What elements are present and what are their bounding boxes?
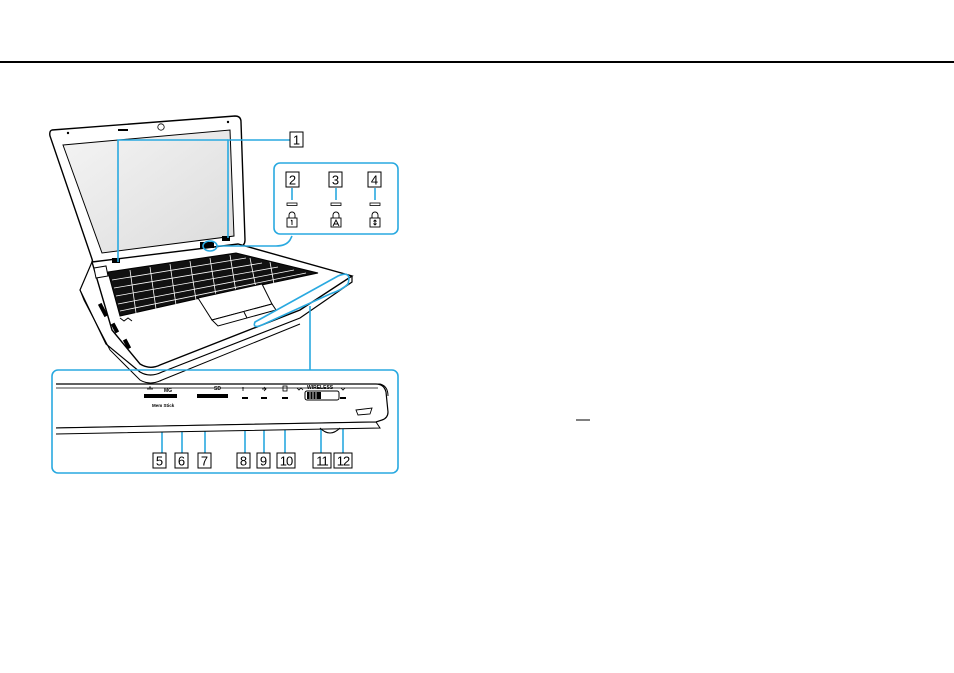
indicator-lights: [287, 203, 380, 227]
callout-12: 12: [334, 453, 352, 469]
memory-stick-label: Mem Stick: [152, 403, 175, 408]
svg-text:2: 2: [289, 173, 296, 188]
callout-7: 7: [198, 453, 211, 469]
callout-5: 5: [153, 453, 166, 469]
sd-label: SD: [214, 386, 221, 392]
laptop-base: [80, 236, 352, 383]
callout-2: 2: [286, 172, 299, 188]
svg-text:9: 9: [260, 454, 267, 469]
caps-lock-indicator-icon: [331, 212, 341, 227]
wireless-switch: [305, 391, 339, 400]
svg-text:12: 12: [337, 454, 350, 469]
memory-stick-slot: [144, 394, 177, 398]
svg-text:4: 4: [371, 173, 378, 188]
svg-text:10: 10: [280, 454, 293, 469]
wireless-label: WIRELESS: [307, 385, 334, 391]
svg-text:8: 8: [240, 454, 247, 469]
svg-text:7: 7: [201, 454, 208, 469]
svg-text:1: 1: [293, 133, 300, 148]
callout-10: 10: [277, 453, 295, 469]
callout-4: 4: [368, 172, 381, 188]
callout-6: 6: [175, 453, 188, 469]
callout-3: 3: [329, 172, 342, 188]
callout-1: 1: [290, 132, 303, 148]
svg-text:3: 3: [332, 173, 339, 188]
svg-text:5: 5: [156, 454, 163, 469]
mg-label: MG: [164, 388, 172, 394]
svg-text:6: 6: [178, 454, 185, 469]
svg-text:11: 11: [316, 454, 328, 469]
front-edge-detail: [56, 384, 590, 434]
callout-9: 9: [257, 453, 270, 469]
scroll-lock-indicator-icon: [370, 212, 380, 227]
sd-card-slot: [197, 394, 228, 398]
num-lock-indicator-icon: [287, 212, 297, 227]
callout-8: 8: [237, 453, 250, 469]
callout-11: 11: [313, 453, 331, 469]
